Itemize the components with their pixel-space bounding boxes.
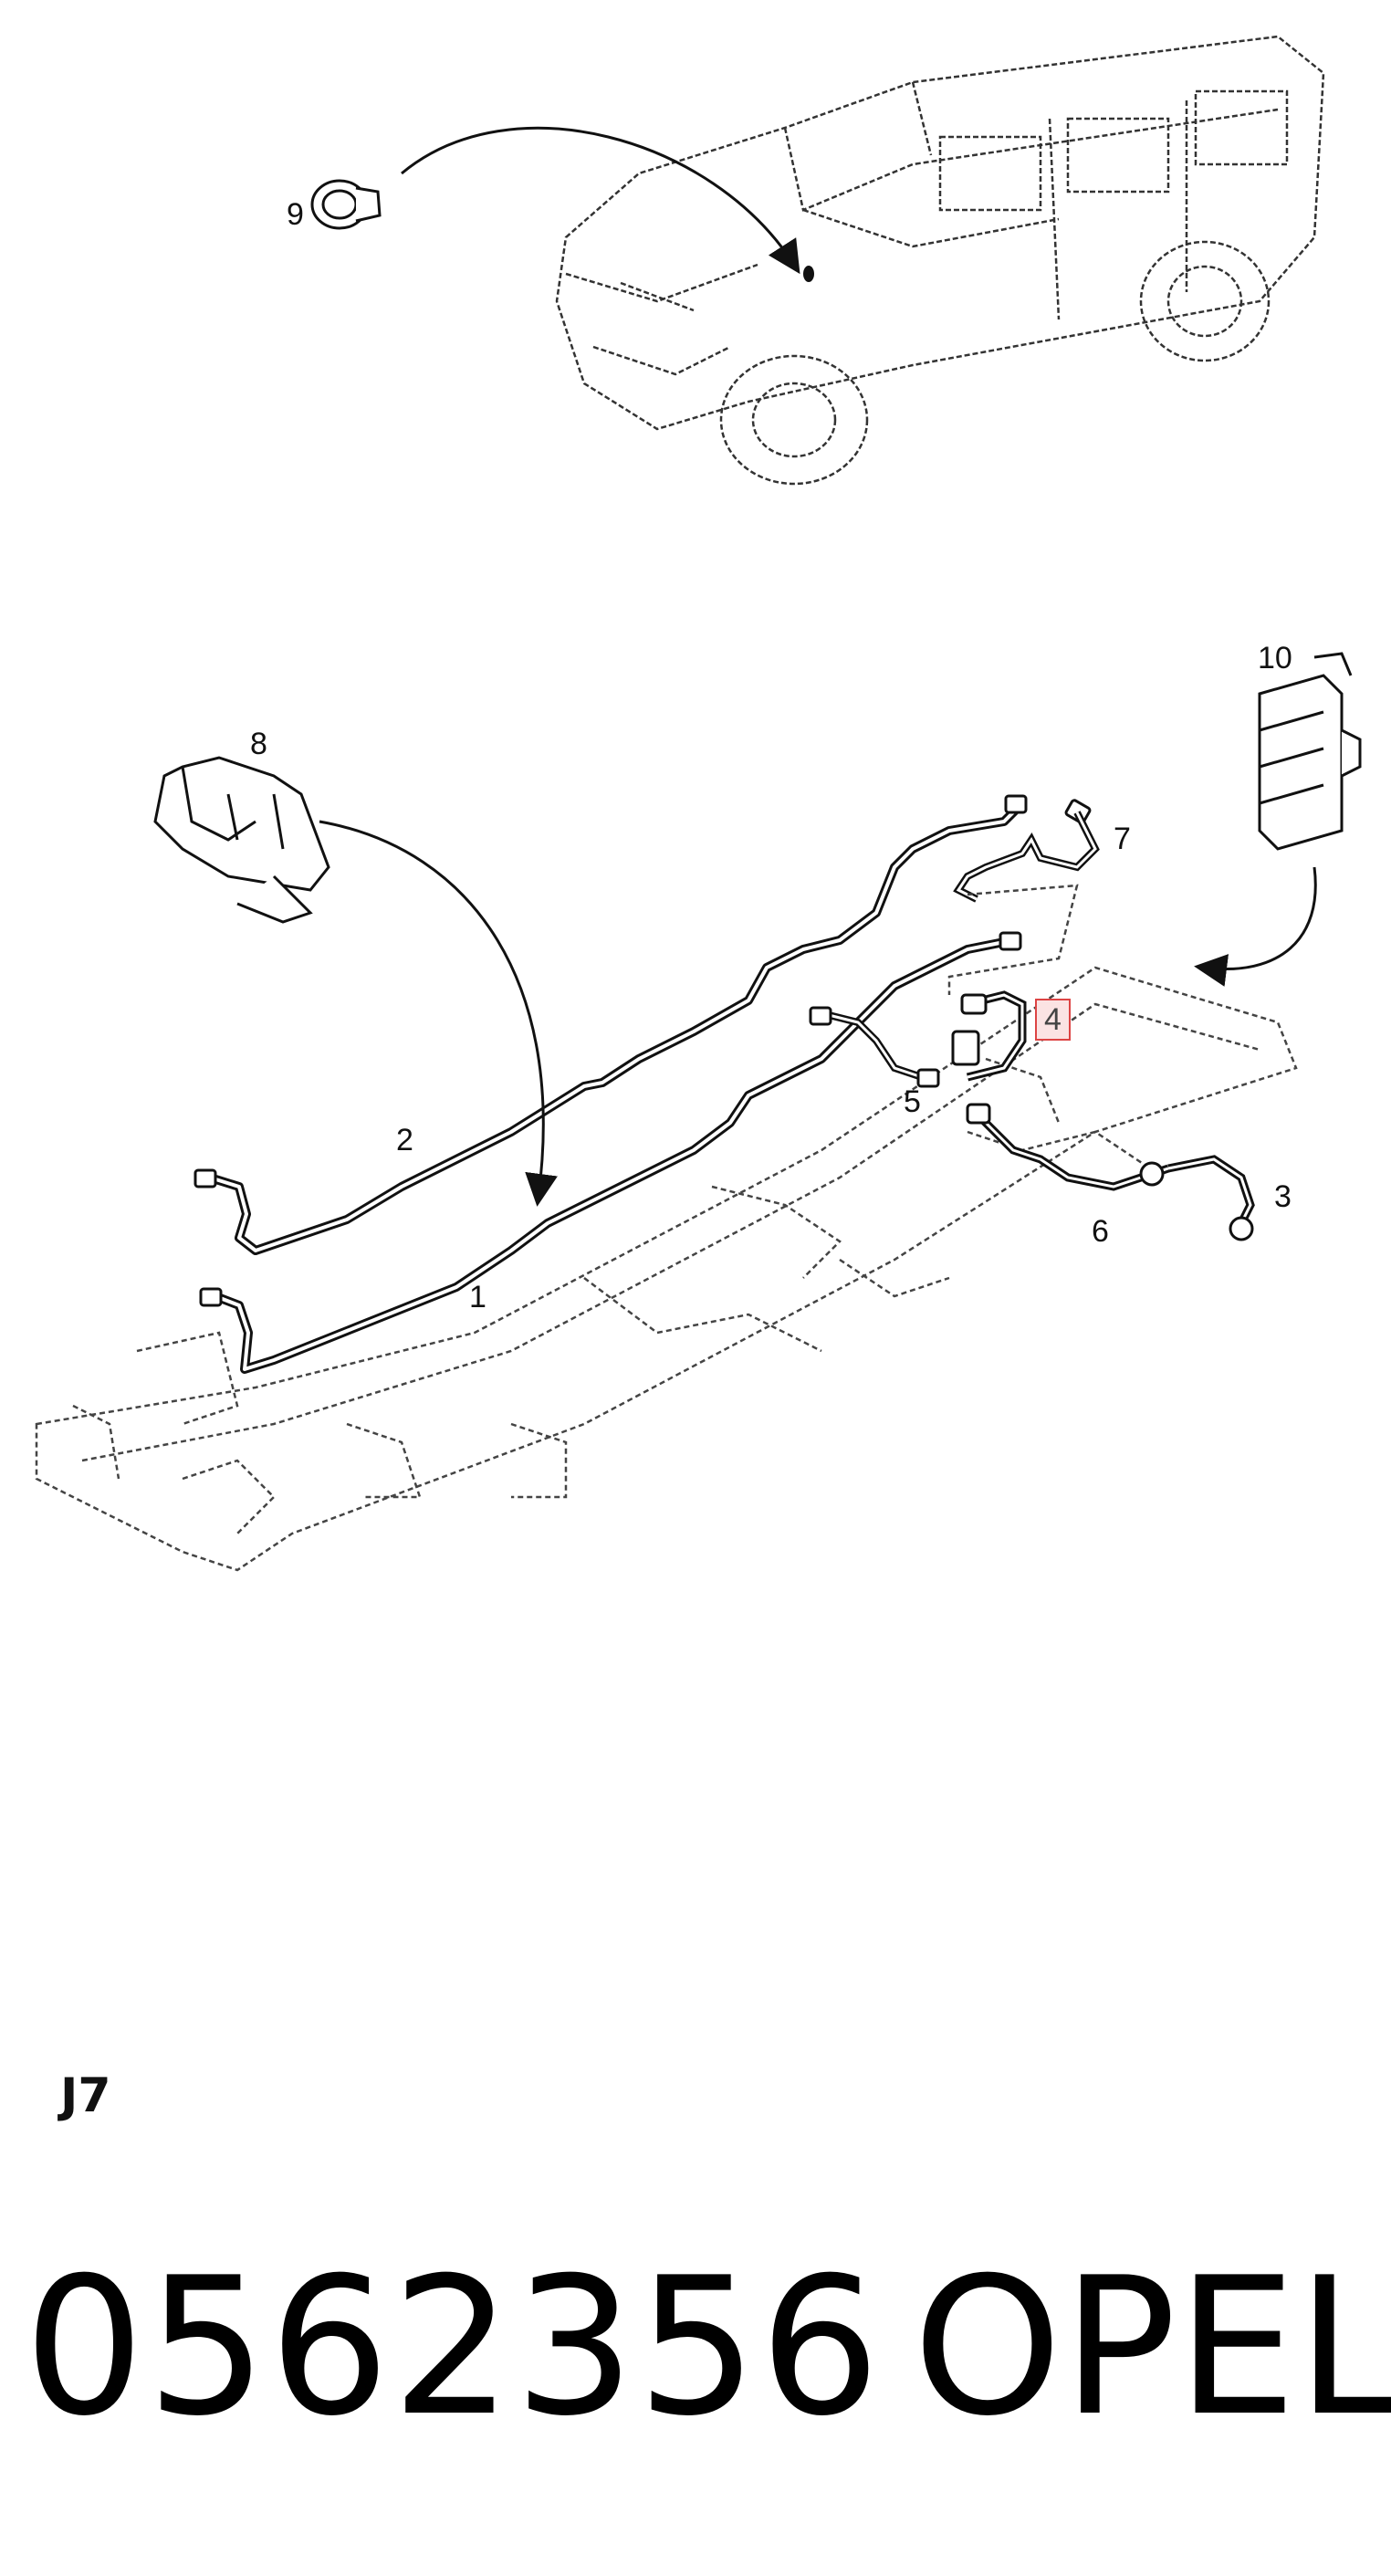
vehicle-illustration — [555, 35, 1325, 486]
clip-part-10 — [1258, 652, 1362, 851]
pipe-fittings — [193, 794, 1092, 1307]
part-5-fitting — [916, 1068, 940, 1088]
hose-3-end-fitting — [1229, 1216, 1254, 1241]
part-5-fitting-b — [809, 1006, 832, 1026]
callout-6: 6 — [1092, 1214, 1109, 1249]
callout-7: 7 — [1114, 822, 1131, 856]
part-number: 0562356 — [24, 2237, 883, 2458]
brand-name: OPEL — [913, 2237, 1391, 2458]
hose-4-bracket — [947, 884, 1079, 995]
brake-pipe-6 — [973, 1110, 1170, 1191]
brake-hose-3 — [1167, 1155, 1255, 1226]
bolt-part — [951, 1030, 980, 1066]
grommet-part-9 — [310, 179, 382, 230]
callout-10: 10 — [1258, 641, 1292, 675]
vehicle-mount-point — [803, 266, 814, 282]
callout-9: 9 — [287, 197, 304, 232]
callout-4-highlighted[interactable]: 4 — [1035, 999, 1071, 1041]
arrow-part-9 — [401, 126, 800, 275]
brake-pipe-2 — [208, 800, 1026, 1255]
diagram-code: J7 — [60, 2068, 111, 2123]
chassis-frame — [35, 966, 1298, 1572]
hose-6-joint — [1139, 1161, 1165, 1187]
arrow-part-8 — [319, 820, 558, 1207]
clip-part-8 — [153, 756, 330, 924]
callout-2: 2 — [396, 1123, 413, 1157]
callout-8: 8 — [250, 727, 267, 761]
callout-1: 1 — [469, 1280, 486, 1314]
callout-5: 5 — [904, 1084, 921, 1119]
arrow-part-10 — [1194, 866, 1317, 987]
callout-3: 3 — [1274, 1179, 1292, 1214]
hose-4-fitting — [960, 993, 988, 1015]
part-6-fitting — [966, 1103, 991, 1125]
brake-pipe-1 — [214, 936, 1014, 1374]
